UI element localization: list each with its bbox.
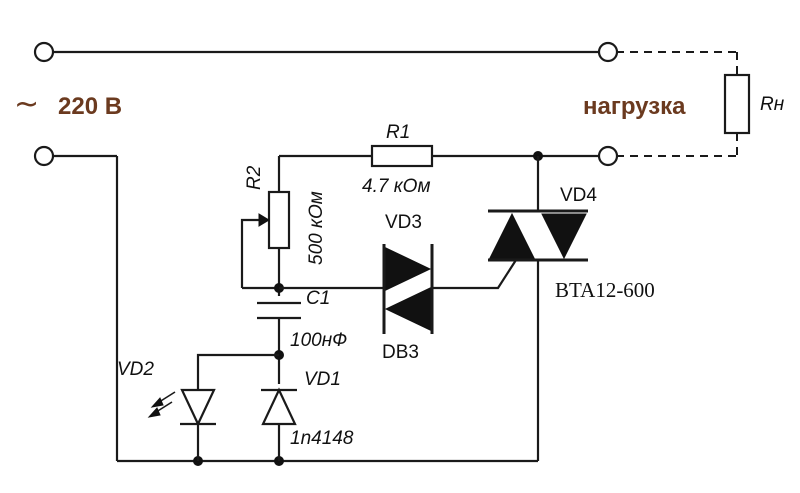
- vd2-ref-label: VD2: [117, 359, 154, 380]
- vd2-top-wire: [196, 353, 279, 390]
- r1-ref-label: R1: [386, 122, 410, 143]
- c1-ref-label: C1: [306, 288, 330, 309]
- r2-potentiometer: [267, 190, 291, 250]
- vd2-led: [180, 388, 216, 427]
- terminal-load-top: [597, 41, 619, 63]
- vd1-diode: [261, 387, 297, 426]
- r2-value-label: 500 кОм: [306, 191, 327, 265]
- vd4-ref-label: VD4: [560, 185, 597, 206]
- led-ray-1-arrow: [150, 397, 164, 408]
- vd4-part-label: BTA12-600: [555, 278, 655, 302]
- terminal-mains-bottom: [33, 145, 55, 167]
- vd3-triangle-a: [385, 247, 432, 291]
- supply-voltage-label: 220 В: [58, 93, 122, 120]
- load-resistor: [723, 73, 751, 135]
- vd1-ref-label: VD1: [304, 369, 341, 390]
- vd3-ref-label: VD3: [385, 212, 422, 233]
- vd4-triangle-a: [489, 212, 535, 259]
- terminal-mains-top: [33, 41, 55, 63]
- r2-ref-label: R2: [244, 165, 265, 190]
- r1-value-label: 4.7 кОм: [362, 176, 430, 197]
- r2-wiper-arrow: [258, 213, 270, 227]
- vd1-part-label: 1n4148: [290, 428, 354, 449]
- load-resistor-label: Rн: [760, 94, 785, 115]
- vd3-part-label: DB3: [382, 342, 419, 363]
- terminal-load-bottom: [597, 145, 619, 167]
- vd3-triangle-b: [384, 287, 431, 331]
- ac-symbol: ~: [14, 87, 39, 122]
- r1-resistor: [370, 144, 434, 168]
- r2-wiper-wire: [240, 218, 262, 288]
- vd3-to-gate-wire: [432, 259, 517, 290]
- c1-value-label: 100нФ: [290, 330, 347, 351]
- vd4-triangle-b: [541, 213, 587, 260]
- led-ray-2-arrow: [147, 407, 161, 418]
- load-label: нагрузка: [583, 93, 686, 120]
